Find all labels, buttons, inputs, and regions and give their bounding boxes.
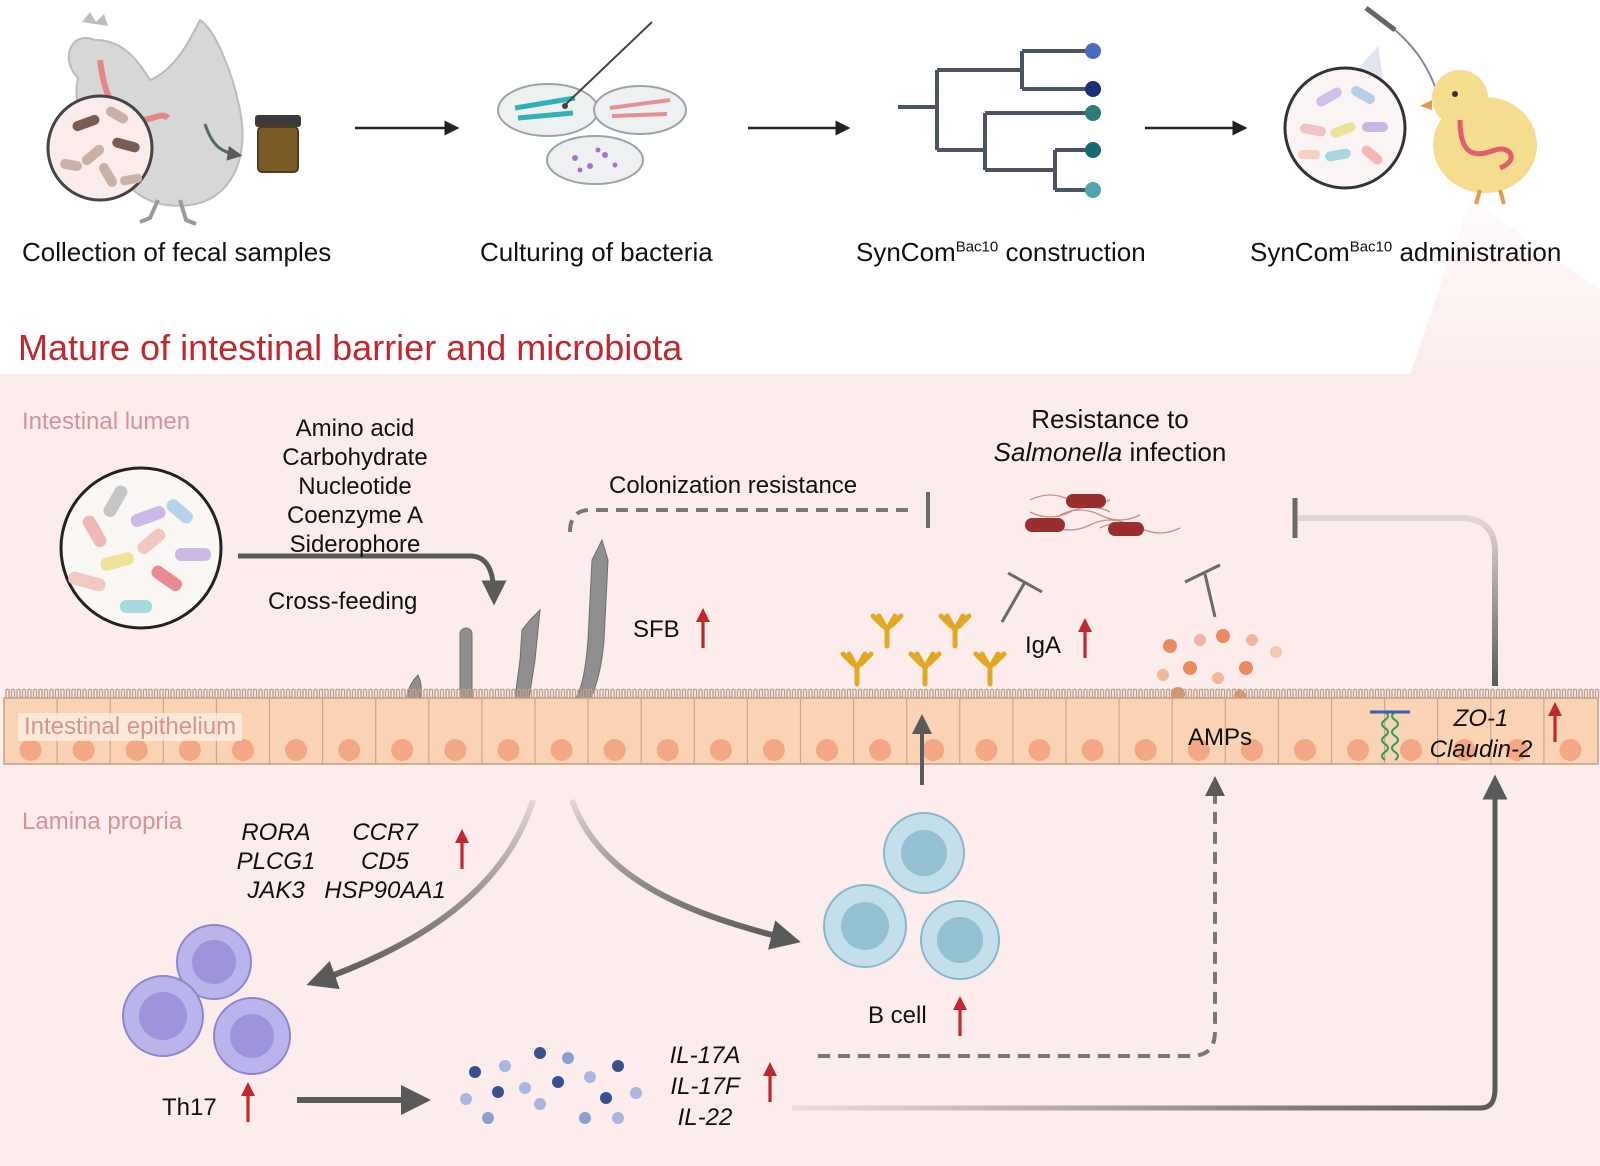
tight-junction-icon xyxy=(1370,710,1410,761)
cell-nucleus xyxy=(709,739,732,761)
amps-particles-icon xyxy=(1157,629,1282,702)
cell-nucleus xyxy=(125,739,148,761)
petri-dishes-icon xyxy=(497,21,687,185)
microvilli xyxy=(5,688,1600,698)
iga-antibodies-icon xyxy=(840,613,1007,687)
zone-lumen-label: Intestinal lumen xyxy=(22,408,191,435)
cell-nucleus xyxy=(1453,739,1476,761)
tight-junction-label: ZO-1 Claudin-2 xyxy=(1429,705,1533,763)
step-administration-label: SynComBac10 administration xyxy=(1250,237,1562,267)
zone-epithelium-label: Intestinal epithelium xyxy=(18,713,243,741)
cell-nucleus xyxy=(444,739,467,761)
fecal-jar-icon xyxy=(255,115,301,173)
step-construction-label: SynComBac10 construction xyxy=(856,237,1146,267)
amps-label: AMPs xyxy=(1188,724,1253,751)
cell-nucleus xyxy=(762,739,785,761)
zone-lamina-label: Lamina propria xyxy=(22,808,183,835)
cell-nucleus xyxy=(1559,739,1582,761)
cell-nucleus xyxy=(1187,739,1210,761)
cell-nucleus xyxy=(1506,739,1529,761)
cell-nucleus xyxy=(1240,739,1263,761)
b-cell-label: B cell xyxy=(868,1002,927,1029)
cell-nucleus xyxy=(1028,739,1051,761)
cell-nucleus xyxy=(1400,739,1423,761)
cell-nucleus xyxy=(816,739,839,761)
cytokine-list: IL-17A IL-17F IL-22 xyxy=(669,1042,741,1131)
chick-icon xyxy=(1420,70,1537,205)
cell-nucleus xyxy=(656,739,679,761)
cell-nucleus xyxy=(1293,739,1316,761)
cell-nucleus xyxy=(19,739,42,761)
phylogenetic-tree-icon xyxy=(898,49,1091,192)
cell-nucleus xyxy=(391,739,414,761)
metabolite-item: Siderophore xyxy=(289,531,421,558)
cross-feeding-label: Cross-feeding xyxy=(268,588,418,615)
tree-tips xyxy=(1085,43,1101,198)
th17-cells-icon xyxy=(122,924,291,1075)
cell-nucleus xyxy=(338,739,361,761)
cell-nucleus xyxy=(285,739,308,761)
cell-nucleus xyxy=(869,739,892,761)
chicken-icon xyxy=(68,12,244,226)
cytokines-icon xyxy=(460,1047,642,1124)
cell-nucleus xyxy=(1347,739,1370,761)
cell-nucleus xyxy=(178,739,201,761)
step-collection-label: Collection of fecal samples xyxy=(22,237,332,267)
b-cells-icon xyxy=(823,812,1000,980)
colonization-resistance-label: Colonization resistance xyxy=(609,472,858,499)
cell-nucleus xyxy=(231,739,254,761)
metabolite-item: Carbohydrate xyxy=(282,444,428,471)
cell-nucleus xyxy=(550,739,573,761)
th17-label: Th17 xyxy=(162,1094,217,1121)
metabolite-list: Amino acid Carbohydrate Nucleotide Coenz… xyxy=(265,414,445,559)
cell-nucleus xyxy=(603,739,626,761)
cell-nucleus xyxy=(497,739,520,761)
cross-feeding-arrow xyxy=(238,553,507,606)
gene-list-1: RORA PLCG1 JAK3 xyxy=(236,819,316,904)
cell-nucleus xyxy=(975,739,998,761)
zoom-cone xyxy=(1410,198,1600,374)
sfb-label: SFB xyxy=(633,616,680,643)
resistance-label: Resistance to Salmonella infection xyxy=(993,404,1227,467)
step-culturing-label: Culturing of bacteria xyxy=(480,237,713,267)
upregulation-arrows xyxy=(241,608,1562,1122)
section-title: Mature of intestinal barrier and microbi… xyxy=(18,327,683,368)
cell-nucleus xyxy=(1134,739,1157,761)
metabolite-item: Nucleotide xyxy=(298,473,412,500)
metabolite-item: Coenzyme A xyxy=(286,502,424,529)
metabolite-item: Amino acid xyxy=(295,415,415,442)
cell-nucleus xyxy=(72,739,95,761)
cell-nucleus xyxy=(922,739,945,761)
iga-label: IgA xyxy=(1025,632,1062,659)
gene-list-2: CCR7 CD5 HSP90AA1 xyxy=(324,819,446,904)
cell-nucleus xyxy=(1081,739,1104,761)
salmonella-icon xyxy=(1025,494,1181,536)
